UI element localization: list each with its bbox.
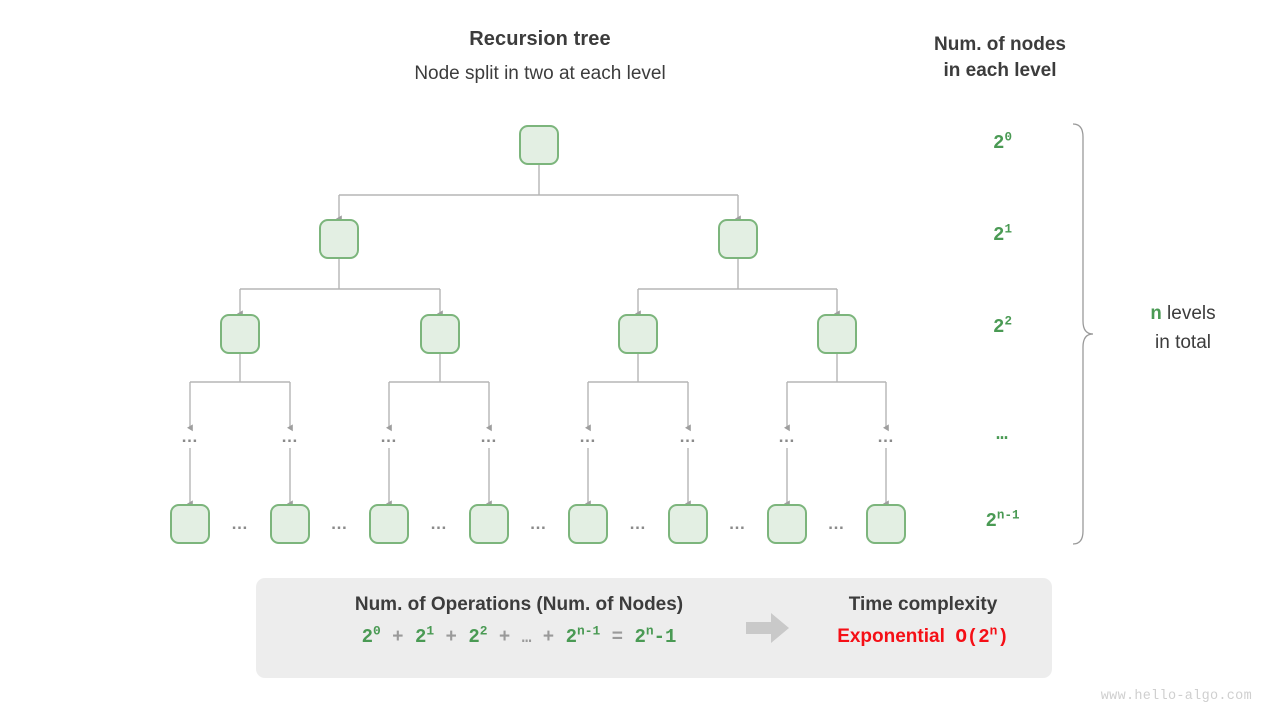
formula-term-last: 2n-1: [565, 623, 601, 648]
tree-node-level2-3[interactable]: [817, 314, 857, 354]
tree-ellipsis-level3-2: …: [380, 427, 398, 446]
level-count-exponent-2: 2: [1004, 314, 1012, 329]
level-count-label-1: 21: [940, 222, 1065, 246]
tree-node-level4-2[interactable]: [369, 504, 409, 544]
level-count-label-3: …: [940, 423, 1065, 445]
formula-term-2: 22: [468, 623, 488, 648]
tree-ellipsis-level3-7: …: [877, 427, 895, 446]
bigo-prefix: O(2: [955, 626, 990, 648]
level-count-exponent-4: n-1: [996, 508, 1020, 523]
summary-left-heading: Num. of Operations (Num. of Nodes): [354, 594, 684, 615]
tree-node-level1-1[interactable]: [718, 219, 758, 259]
level-count-base-1: 2: [993, 224, 1005, 246]
bottom-gap-ellipsis-4: …: [629, 514, 647, 533]
tree-node-level2-1[interactable]: [420, 314, 460, 354]
right-column-title-line2: in each level: [943, 60, 1057, 82]
bottom-gap-ellipsis-2: …: [430, 514, 448, 533]
formula-plus-2: +: [498, 626, 511, 648]
levels-word: levels: [1161, 303, 1216, 324]
tree-ellipsis-level3-6: …: [778, 427, 796, 446]
tree-node-level2-0[interactable]: [220, 314, 260, 354]
formula-term-last-exponent: n-1: [577, 623, 601, 639]
levels-brace: [1072, 123, 1094, 545]
formula-result: 2n-1: [634, 623, 677, 648]
levels-total-annotation: n levels in total: [1098, 300, 1268, 356]
level-count-label-2: 22: [940, 314, 1065, 338]
formula-term-1: 21: [414, 623, 435, 648]
watermark: www.hello-algo.com: [1100, 689, 1252, 704]
complexity-bigo: O(2n): [955, 623, 1009, 648]
level-count-label-0: 20: [940, 130, 1065, 154]
tree-node-level4-1[interactable]: [270, 504, 310, 544]
formula-plus-0: +: [392, 626, 404, 648]
summary-right: Time complexity Exponential O(2n): [812, 594, 1034, 648]
tree-node-level2-2[interactable]: [618, 314, 658, 354]
formula-dots: …: [521, 629, 532, 647]
tree-ellipsis-level3-0: …: [181, 427, 199, 446]
tree-node-level4-6[interactable]: [767, 504, 807, 544]
tree-ellipsis-level3-3: …: [480, 427, 498, 446]
summary-right-heading: Time complexity: [848, 594, 998, 615]
bottom-gap-ellipsis-5: …: [728, 514, 747, 533]
level-count-base-2: 2: [993, 316, 1005, 338]
tree-node-level1-0[interactable]: [319, 219, 359, 259]
complexity-word: Exponential: [837, 626, 945, 647]
level-count-base-4: 2: [985, 510, 997, 532]
levels-line2: in total: [1155, 331, 1211, 353]
formula-term-1-exponent: 1: [426, 623, 435, 639]
bigo-exponent: n: [989, 623, 998, 639]
summary-left: Num. of Operations (Num. of Nodes) 20 + …: [274, 594, 764, 648]
level-count-exponent-0: 0: [1004, 130, 1012, 145]
formula-result-exponent: n: [645, 623, 654, 639]
formula-plus-1: +: [445, 626, 457, 648]
summary-formula: 20 + 21 + 22 + … + 2n-1 = 2n-1: [274, 623, 764, 648]
summary-box: Num. of Operations (Num. of Nodes) 20 + …: [256, 578, 1052, 678]
page-title: Recursion tree: [469, 28, 611, 50]
bottom-gap-ellipsis-3: …: [529, 514, 548, 533]
level-count-label-4: 2n-1: [940, 508, 1065, 532]
levels-variable: n: [1150, 303, 1162, 325]
formula-equals: =: [611, 626, 624, 648]
tree-node-level0-0[interactable]: [519, 125, 559, 165]
level-count-base-3: …: [996, 423, 1009, 445]
tree-node-level4-0[interactable]: [170, 504, 210, 544]
level-count-base-0: 2: [993, 132, 1005, 154]
page-subtitle: Node split in two at each level: [414, 63, 666, 84]
tree-ellipsis-level3-1: …: [281, 427, 299, 446]
formula-term-2-exponent: 2: [479, 623, 488, 639]
tree-node-level4-4[interactable]: [568, 504, 608, 544]
formula-term-0-exponent: 0: [372, 623, 381, 639]
right-arrow-icon: [746, 613, 789, 643]
formula-plus-last: +: [542, 626, 555, 648]
right-column-title-line1: Num. of nodes: [934, 34, 1066, 55]
tree-ellipsis-level3-5: …: [679, 427, 697, 446]
tree-ellipsis-level3-4: …: [579, 427, 597, 446]
tree-node-level4-7[interactable]: [866, 504, 906, 544]
bottom-gap-ellipsis-0: …: [231, 514, 249, 533]
bottom-gap-ellipsis-1: …: [330, 514, 349, 533]
summary-result: Exponential O(2n): [812, 623, 1034, 648]
bottom-gap-ellipsis-6: …: [827, 514, 846, 533]
tree-node-level4-3[interactable]: [469, 504, 509, 544]
right-column-title: Num. of nodes in each level: [880, 32, 1120, 84]
bigo-suffix: ): [997, 626, 1009, 648]
tree-node-level4-5[interactable]: [668, 504, 708, 544]
level-count-exponent-1: 1: [1004, 222, 1012, 237]
formula-term-0: 20: [361, 623, 381, 648]
